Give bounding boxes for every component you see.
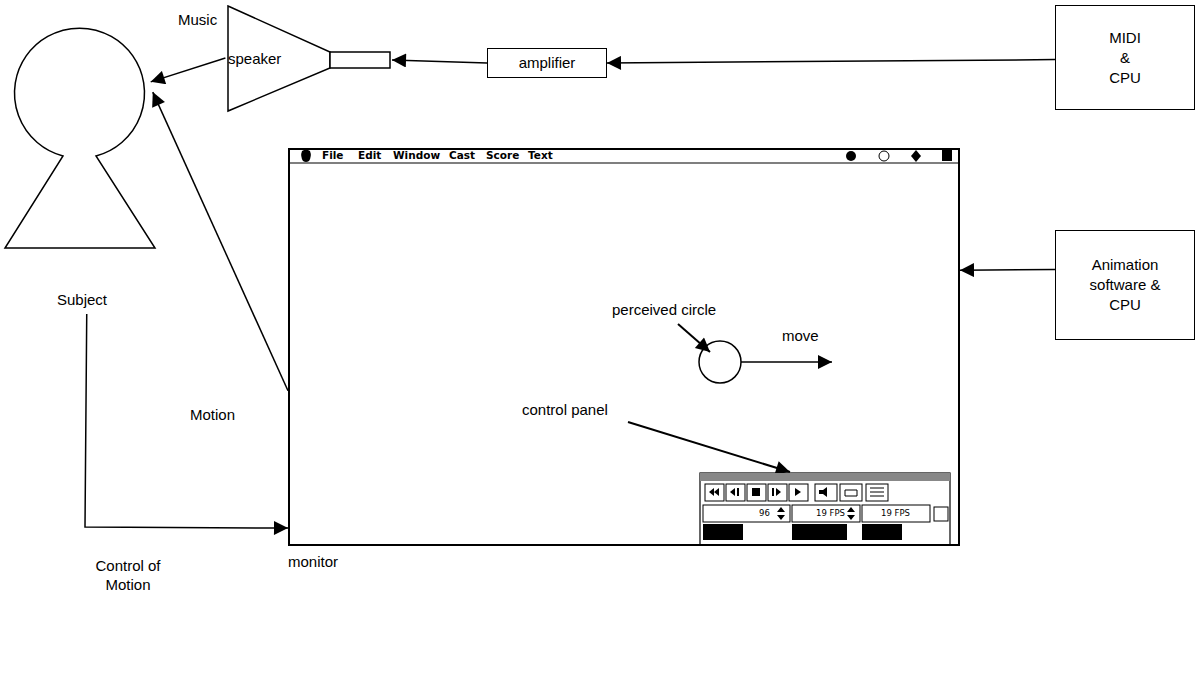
speaker-symbol: speaker bbox=[222, 5, 392, 113]
leader-line bbox=[678, 324, 710, 352]
menu-item: File bbox=[322, 149, 344, 162]
menu-item: Text bbox=[528, 149, 553, 162]
menu-item: Cast bbox=[449, 149, 475, 162]
move-arrow bbox=[741, 361, 832, 363]
speaker-cone bbox=[228, 6, 330, 111]
connector-arrow bbox=[85, 314, 288, 528]
speaker-magnet bbox=[330, 52, 390, 68]
menu-icon bbox=[846, 151, 856, 161]
menu-item: Edit bbox=[358, 149, 381, 162]
amplifier-box: amplifier bbox=[487, 48, 607, 78]
node-text: MIDI & CPU bbox=[1104, 28, 1146, 88]
head-outline bbox=[5, 28, 155, 248]
connector-arrow bbox=[153, 92, 288, 391]
node-text: speaker bbox=[228, 49, 281, 69]
apple-icon bbox=[301, 150, 311, 163]
leader-line bbox=[628, 422, 790, 472]
connector-arrow bbox=[392, 60, 487, 63]
node-text: monitor bbox=[288, 552, 338, 572]
menu-item: Score bbox=[486, 149, 519, 162]
edge-label: Motion bbox=[188, 405, 237, 424]
subject-outline bbox=[3, 22, 161, 314]
node-text: amplifier bbox=[519, 53, 576, 73]
animation-cpu-box: Animation software & CPU bbox=[1055, 230, 1195, 340]
edge-label: Control of Motion bbox=[70, 556, 186, 594]
panel-readout: 96 bbox=[758, 508, 771, 518]
subject-figure: Subject bbox=[3, 22, 161, 314]
menu-bar-line bbox=[289, 162, 959, 163]
callout-label: move bbox=[782, 326, 819, 345]
callout-label: control panel bbox=[522, 400, 608, 419]
edge-label: Music bbox=[176, 10, 219, 29]
menu-icon bbox=[879, 151, 889, 161]
menu-item: Window bbox=[393, 149, 440, 162]
callout-label: perceived circle bbox=[612, 300, 716, 319]
monitor-screen: monitor bbox=[288, 148, 960, 546]
node-text: Animation software & CPU bbox=[1075, 255, 1175, 315]
menu-icon bbox=[942, 150, 952, 161]
connector-arrow bbox=[607, 60, 1055, 63]
connector-arrow bbox=[151, 58, 226, 82]
connector-arrow bbox=[960, 269, 1055, 271]
panel-readout: 19 FPS bbox=[880, 508, 911, 518]
node-text: Subject bbox=[3, 290, 161, 310]
panel-readout: 19 FPS bbox=[815, 508, 846, 518]
control-panel bbox=[700, 473, 950, 545]
midi-cpu-box: MIDI & CPU bbox=[1055, 5, 1195, 110]
menu-icon bbox=[911, 150, 921, 162]
